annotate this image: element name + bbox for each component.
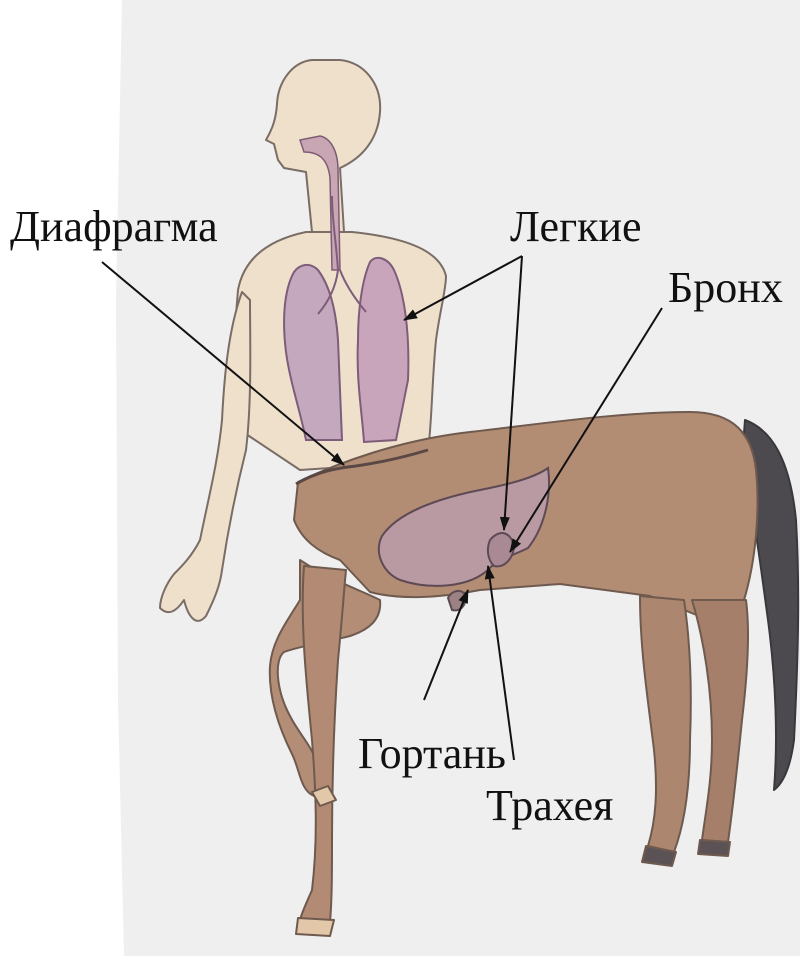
hoof-hind-2 [698,840,730,856]
label-larynx: Гортань [358,732,506,776]
left-margin [0,0,130,956]
label-lungs: Легкие [510,205,642,249]
label-diaphragm: Диафрагма [10,205,218,249]
label-trachea: Трахея [486,784,613,828]
hoof-front [296,918,334,936]
label-bronchus: Бронх [668,266,783,310]
